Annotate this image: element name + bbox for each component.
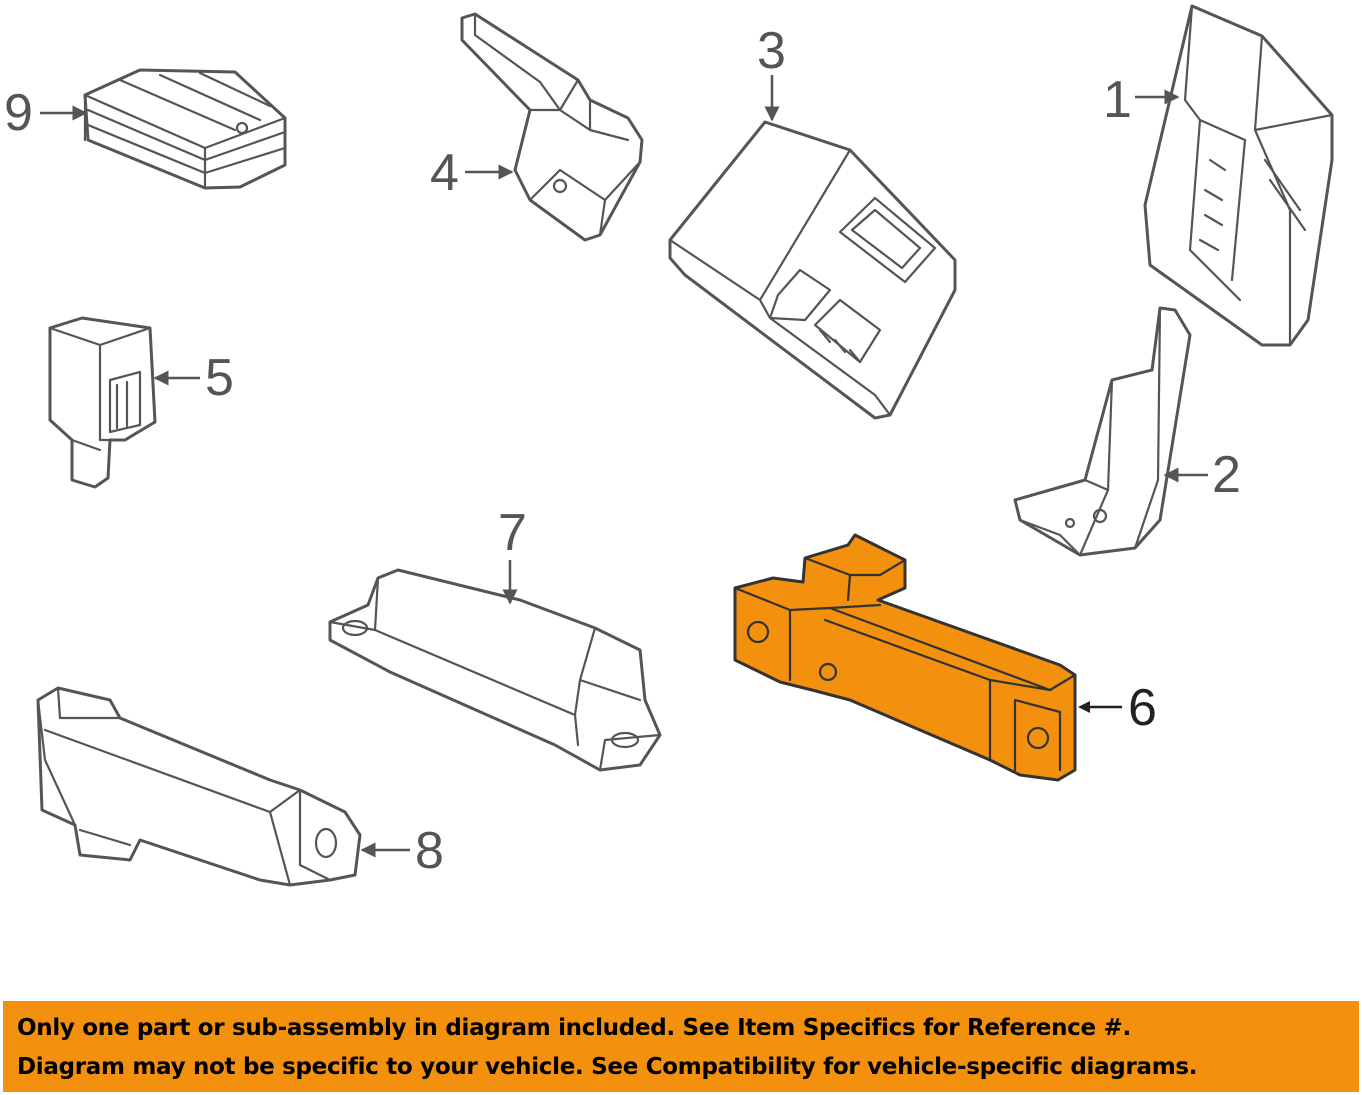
part-1-control-module (1143, 4, 1334, 347)
callout-4-label: 4 (430, 144, 459, 202)
callout-9: 9 (4, 84, 88, 142)
parts-diagram: 9 4 3 1 5 (4, 4, 1334, 887)
part-9-key-fob (83, 68, 287, 190)
disclaimer-line-2: Diagram may not be specific to your vehi… (17, 1054, 1198, 1080)
callout-1-label: 1 (1103, 71, 1132, 129)
callout-7-label: 7 (498, 504, 527, 562)
callout-4: 4 (430, 144, 514, 202)
callout-6: 6 (1078, 679, 1157, 737)
callout-1: 1 (1103, 71, 1180, 129)
callout-8-label: 8 (415, 822, 444, 880)
callout-7: 7 (498, 504, 527, 605)
callout-2-label: 2 (1212, 446, 1241, 504)
callout-3-label: 3 (757, 22, 786, 80)
callout-5-label: 5 (205, 349, 234, 407)
disclaimer-banner: Only one part or sub-assembly in diagram… (3, 1001, 1359, 1092)
callout-3: 3 (757, 22, 786, 122)
part-4-bracket (460, 12, 644, 242)
callout-5: 5 (153, 349, 234, 407)
part-3-module (668, 120, 957, 420)
callout-9-label: 9 (4, 84, 33, 142)
part-6-antenna-highlighted (733, 533, 1077, 782)
part-7-antenna (328, 568, 662, 772)
part-8-antenna (36, 686, 362, 887)
callout-6-label: 6 (1128, 679, 1157, 737)
callout-8: 8 (360, 822, 444, 880)
callout-2: 2 (1163, 446, 1241, 504)
part-2-bracket (1013, 306, 1192, 557)
disclaimer-line-1: Only one part or sub-assembly in diagram… (17, 1015, 1131, 1041)
part-5-sensor (48, 316, 157, 489)
